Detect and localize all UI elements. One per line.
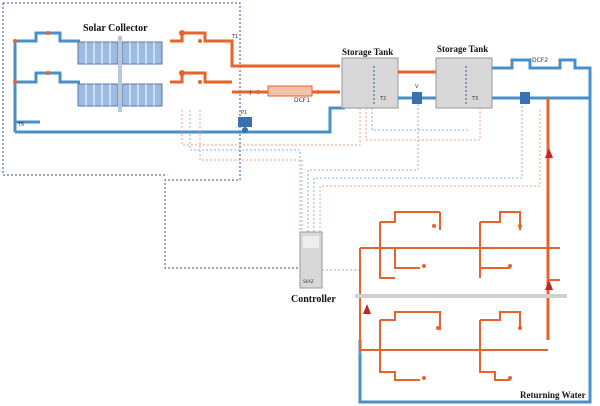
solar-collector-label: Solar Collector: [83, 23, 148, 34]
tank1-inlet-pipework: [232, 85, 340, 97]
tag-dcf2: DCF2: [532, 57, 548, 64]
collector-boundary-left: [2, 3, 165, 176]
tag-t2: T2: [379, 96, 386, 102]
returning-water-label: Returning Water: [520, 390, 586, 400]
tag-dcf1: DCF1: [294, 97, 310, 104]
inter-tank-pipework: [398, 70, 436, 104]
pump-p1: [238, 117, 252, 133]
tank2-outlet-pipework: [358, 58, 592, 404]
storage-tank-1: [341, 57, 399, 109]
collector-boundary: [3, 2, 305, 269]
storage-tank-2-label: Storage Tank: [437, 44, 488, 54]
collector-valves: [13, 30, 202, 84]
storage-tank-1-label: Storage Tank: [342, 47, 393, 57]
controller-unit: [299, 231, 323, 289]
distribution-network: [359, 211, 560, 381]
flow-arrows: [363, 148, 553, 314]
tag-j: J: [249, 90, 251, 96]
tag-t1: T1: [231, 34, 238, 40]
storage-tank-2: [435, 57, 493, 109]
collector-pipework: [13, 31, 345, 134]
tag-v: V: [415, 84, 419, 90]
tag-t5: T5: [17, 122, 24, 128]
tag-p1: P1: [241, 110, 247, 116]
shower-heads: [422, 224, 522, 380]
controller-code: SKAZ: [303, 279, 314, 284]
floor-separator: [355, 294, 567, 298]
tag-t3: T3: [471, 96, 478, 102]
controller-label: Controller: [291, 294, 336, 305]
solar-panels: [77, 36, 163, 112]
